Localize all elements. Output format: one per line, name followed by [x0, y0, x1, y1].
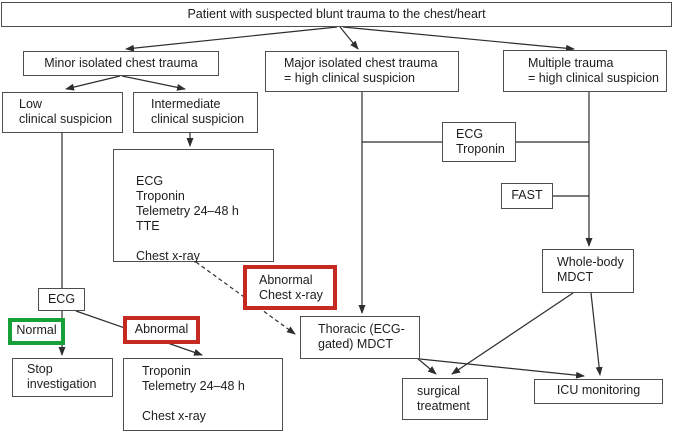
edge-patient-multiple	[342, 26, 575, 52]
node-intermediate-workup: ECG Troponin Telemetry 24–48 h TTE Chest…	[113, 149, 274, 263]
edge-patient-major	[339, 26, 359, 50]
edge-patient-minor	[125, 26, 338, 52]
node-low-clinical-suspicion: Low clinical suspicion	[2, 92, 123, 133]
edge-wholebody-icu	[590, 292, 603, 376]
node-surgical-treatment: surgical treatment	[402, 378, 488, 420]
edge-thoracic-surgical	[416, 357, 437, 375]
node-troponin-workup: Troponin Telemetry 24–48 h Chest x-ray	[123, 358, 283, 431]
edge-minor-intermediate	[121, 75, 186, 91]
node-abnormal-highlight: Abnormal	[123, 316, 200, 344]
node-icu-monitoring: ICU monitoring	[534, 379, 663, 404]
node-multiple-trauma: Multiple trauma = high clinical suspicio…	[503, 50, 667, 92]
edge-minor-low	[65, 75, 121, 91]
node-fast: FAST	[501, 183, 553, 209]
node-minor-isolated-chest-trauma: Minor isolated chest trauma	[23, 51, 219, 76]
node-ecg-troponin: ECG Troponin	[442, 122, 516, 162]
node-intermediate-clinical-suspicion: Intermediate clinical suspicion	[133, 92, 258, 133]
node-ecg: ECG	[38, 288, 85, 311]
node-thoracic-ecg-gated-mdct: Thoracic (ECG- gated) MDCT	[300, 316, 420, 359]
node-major-isolated-chest-trauma: Major isolated chest trauma = high clini…	[265, 51, 459, 92]
node-whole-body-mdct: Whole-body MDCT	[542, 249, 634, 293]
edge-wholebody-surgical	[451, 292, 574, 375]
node-stop-investigation: Stop investigation	[12, 358, 113, 397]
node-normal-highlight: Normal	[8, 318, 65, 345]
node-abnormal-chest-xray-highlight: Abnormal Chest x-ray	[243, 265, 337, 310]
node-patient-suspected-trauma: Patient with suspected blunt trauma to t…	[1, 2, 672, 27]
edge-thoracic-icu	[419, 358, 585, 379]
